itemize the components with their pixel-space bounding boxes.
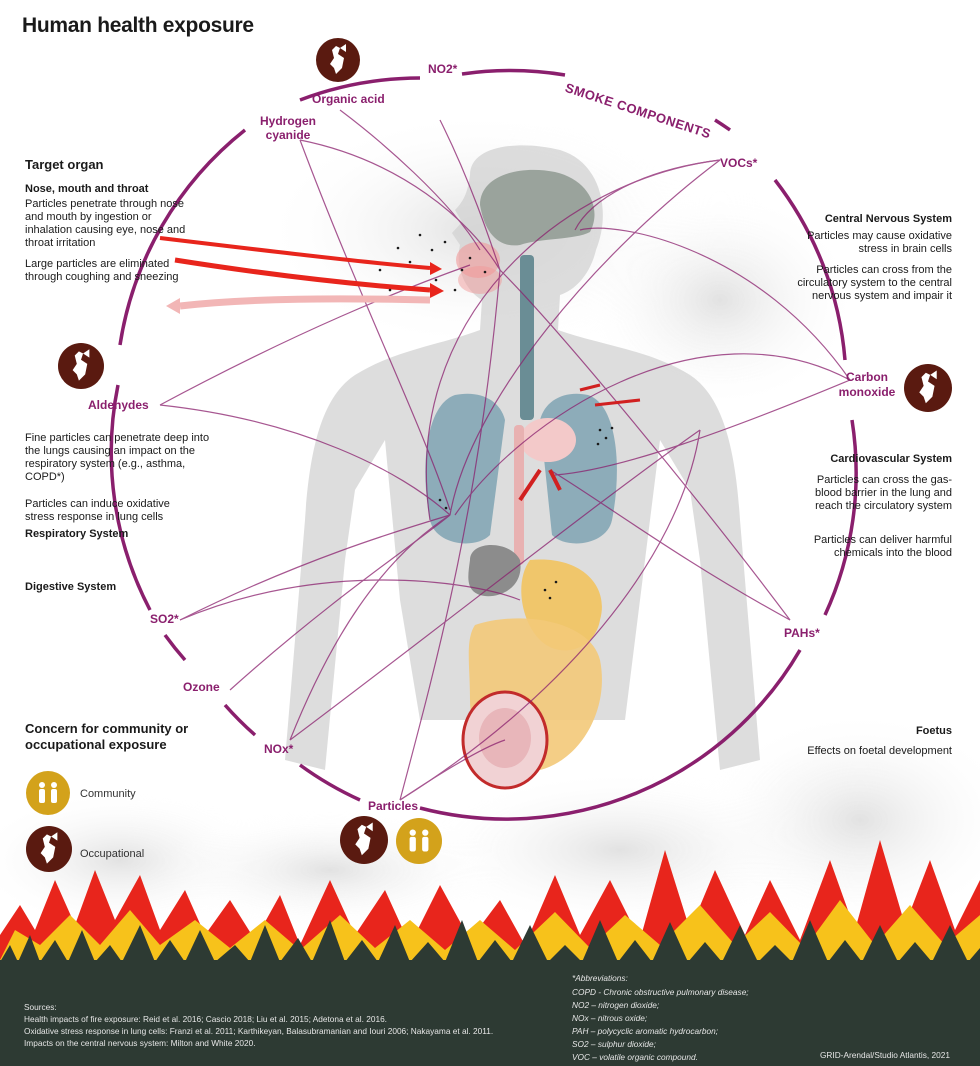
component-organic-acid: Organic acid <box>312 92 385 106</box>
foetus-heading: Foetus <box>915 725 952 737</box>
abbr-4: PAH – polycyclic aromatic hydrocarbon; <box>572 1026 719 1036</box>
nose-text-2: Large particles are eliminated through c… <box>25 258 179 283</box>
abbr-title: *Abbreviations: <box>572 973 628 983</box>
component-carbon-monoxide: Carbon monoxide <box>838 370 896 399</box>
component-pahs: PAHs* <box>784 626 820 640</box>
component-nox: NOx* <box>264 742 294 756</box>
lung-text-1: Fine particles can penetrate deep into t… <box>25 432 210 483</box>
component-ozone: Ozone <box>183 680 220 694</box>
component-particles: Particles <box>368 799 419 813</box>
nose-text-1: Particles penetrate through nose and mou… <box>25 198 186 249</box>
ground <box>0 960 980 1066</box>
occupational-firefighter-icon <box>58 343 104 389</box>
cardio-text-2: Particles can deliver harmful chemicals … <box>813 534 952 559</box>
legend-heading: Concern for community or occupational ex… <box>25 721 189 752</box>
cns-text-1: Particles may cause oxidative stress in … <box>807 230 952 255</box>
component-so2: SO2* <box>150 612 179 626</box>
smoke-haze <box>0 110 980 930</box>
cns-text-2: Particles can cross from the circulatory… <box>797 264 952 302</box>
source-2: Oxidative stress response in lung cells:… <box>24 1026 494 1036</box>
abbr-5: SO2 – sulphur dioxide; <box>572 1039 656 1049</box>
abbr-2: NO2 – nitrogen dioxide; <box>572 1000 660 1010</box>
page-title: Human health exposure <box>22 14 254 37</box>
inhalation-arrows <box>159 236 641 502</box>
nose-heading: Nose, mouth and throat <box>25 183 149 195</box>
foetus-text: Effects on foetal development <box>807 745 952 757</box>
human-body-silhouette <box>285 145 760 790</box>
pathway-lines <box>159 109 851 801</box>
lung-text-2: Particles can induce oxidative stress re… <box>25 498 170 523</box>
abbr-6: VOC – volatile organic compound. <box>572 1052 698 1062</box>
target-organ-heading: Target organ <box>25 157 104 172</box>
component-vocs: VOCs* <box>720 156 758 170</box>
smoke-components-ring <box>109 68 858 821</box>
source-1: Health impacts of fire exposure: Reid et… <box>24 1014 387 1024</box>
legend-occupational-label: Occupational <box>80 848 145 860</box>
cardio-heading: Cardiovascular System <box>830 453 952 465</box>
occupational-firefighter-icon <box>316 38 360 82</box>
component-no2: NO2* <box>428 62 458 76</box>
sources-title: Sources: <box>24 1002 57 1012</box>
credit: GRID-Arendal/Studio Atlantis, 2021 <box>819 1050 950 1060</box>
occupational-firefighter-icon <box>904 364 952 412</box>
respiratory-heading: Respiratory System <box>25 528 129 540</box>
abbr-1: COPD - Chronic obstructive pulmonary dis… <box>572 987 749 997</box>
fire <box>0 840 980 966</box>
legend-community-label: Community <box>80 788 136 800</box>
cns-heading: Central Nervous System <box>824 213 952 225</box>
community-people-icon <box>26 771 70 815</box>
occupational-firefighter-icon <box>26 826 72 872</box>
community-people-icon <box>396 818 442 864</box>
component-aldehydes: Aldehydes <box>88 398 149 412</box>
particle-dots <box>378 233 614 600</box>
component-hydrogen-cyanide: Hydrogen cyanide <box>259 114 316 142</box>
cardio-text-1: Particles can cross the gas-blood barrie… <box>815 474 952 512</box>
occupational-firefighter-icon <box>340 816 388 864</box>
abbr-3: NOx – nitrous oxide; <box>572 1013 648 1023</box>
digestive-heading: Digestive System <box>25 581 117 593</box>
source-3: Impacts on the central nervous system: M… <box>24 1038 256 1048</box>
